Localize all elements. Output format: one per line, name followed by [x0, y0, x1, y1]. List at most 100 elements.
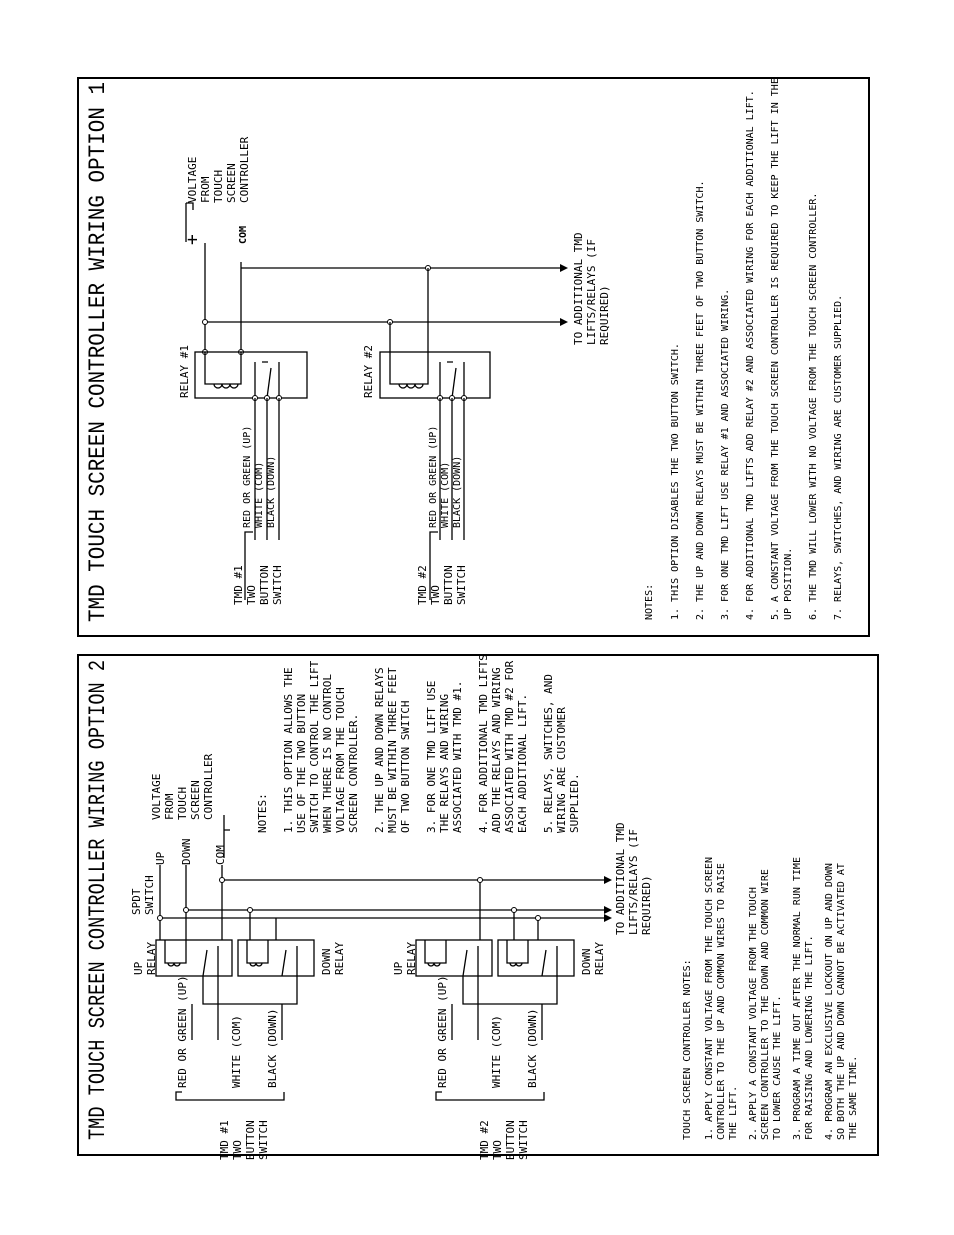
svg-text:1. THIS OPTION DISABLES THE TW: 1. THIS OPTION DISABLES THE TWO BUTTON S… — [670, 343, 681, 620]
svg-text:TMD #1: TMD #1 — [218, 1120, 231, 1160]
svg-text:TMD #2: TMD #2 — [478, 1120, 491, 1160]
svg-text:NOTES:: NOTES: — [644, 584, 655, 620]
option2-title: TMD TOUCH SCREEN CONTROLLER WIRING OPTIO… — [85, 660, 111, 1140]
svg-text:SUPPLIED.: SUPPLIED. — [568, 773, 581, 833]
svg-text:4. FOR ADDITIONAL TMD LIFTS: 4. FOR ADDITIONAL TMD LIFTS — [477, 654, 490, 833]
plus-terminal: + — [182, 234, 203, 245]
svg-text:VOLTAGE: VOLTAGE — [150, 774, 163, 820]
svg-text:2. APPLY A CONSTANT VOLTAGE FR: 2. APPLY A CONSTANT VOLTAGE FROM THE TOU… — [748, 887, 759, 1140]
relay-1-label: RELAY #1 — [178, 345, 191, 398]
svg-text:RED OR GREEN (UP): RED OR GREEN (UP) — [176, 975, 189, 1088]
tsc-notes: TOUCH SCREEN CONTROLLER NOTES: 1. APPLY … — [682, 857, 859, 1140]
svg-text:SWITCH: SWITCH — [257, 1120, 270, 1160]
svg-text:BLACK (DOWN): BLACK (DOWN) — [266, 456, 277, 528]
relay-2-contacts — [439, 361, 465, 399]
svg-text:CONTROLLER: CONTROLLER — [202, 753, 215, 820]
svg-text:2. THE UP AND DOWN RELAYS: 2. THE UP AND DOWN RELAYS — [373, 667, 386, 833]
svg-text:FROM: FROM — [199, 176, 212, 203]
svg-text:SWITCH: SWITCH — [455, 565, 468, 605]
svg-text:TOUCH SCREEN CONTROLLER NOTES:: TOUCH SCREEN CONTROLLER NOTES: — [682, 959, 693, 1140]
svg-text:WHEN THERE IS NO CONTROL: WHEN THERE IS NO CONTROL — [321, 674, 334, 833]
svg-text:FROM: FROM — [163, 793, 176, 820]
svg-text:TO ADDITIONAL TMD: TO ADDITIONAL TMD — [614, 822, 627, 935]
tmd1-down-relay-label: DOWN RELAY — [320, 942, 346, 975]
svg-text:RELAY: RELAY — [405, 942, 418, 975]
svg-text:CONTROLLER: CONTROLLER — [238, 136, 251, 203]
svg-text:WHITE (COM): WHITE (COM) — [490, 1015, 503, 1088]
svg-text:3. FOR ONE TMD LIFT USE RELAY: 3. FOR ONE TMD LIFT USE RELAY #1 AND ASS… — [720, 289, 731, 620]
svg-text:ADD THE RELAYS AND WIRING: ADD THE RELAYS AND WIRING — [490, 667, 503, 833]
svg-text:7. RELAYS, SWITCHES, AND WIRIN: 7. RELAYS, SWITCHES, AND WIRING ARE CUST… — [833, 295, 844, 620]
svg-text:DOWN: DOWN — [580, 949, 593, 976]
svg-text:4. FOR ADDITIONAL TMD LIFTS AD: 4. FOR ADDITIONAL TMD LIFTS ADD RELAY #2… — [745, 90, 756, 620]
option1-tmd1-label: TMD #1 TWO BUTTON SWITCH — [232, 565, 284, 605]
svg-text:DOWN: DOWN — [320, 949, 333, 976]
svg-text:USE OF THE TWO BUTTON: USE OF THE TWO BUTTON — [295, 694, 308, 833]
option2-to-additional: TO ADDITIONAL TMD LIFTS/RELAYS (IF REQUI… — [614, 822, 653, 935]
svg-text:BUTTON: BUTTON — [244, 1120, 257, 1160]
option2-frame — [77, 654, 879, 1156]
svg-text:TOUCH: TOUCH — [212, 170, 225, 203]
svg-text:THE RELAYS AND WIRING: THE RELAYS AND WIRING — [438, 694, 451, 833]
option1-voltage-label: VOLTAGE FROM TOUCH SCREEN CONTROLLER — [186, 136, 251, 203]
svg-text:SCREEN: SCREEN — [225, 163, 238, 203]
tmd1-switch-wires — [191, 976, 298, 1040]
svg-text:2. THE UP AND DOWN RELAYS MUST: 2. THE UP AND DOWN RELAYS MUST BE WITHIN… — [695, 181, 706, 621]
svg-text:SPDT: SPDT — [130, 888, 143, 915]
tmd2-down-relay-label: DOWN RELAY — [580, 942, 606, 975]
up-terminal: UP — [154, 851, 167, 865]
option1-notes: NOTES: 1. THIS OPTION DISABLES THE TWO B… — [644, 78, 844, 620]
svg-text:MUST BE WITHIN THREE FEET: MUST BE WITHIN THREE FEET — [386, 667, 399, 833]
svg-text:RELAY: RELAY — [333, 942, 346, 975]
svg-text:5. A CONSTANT VOLTAGE FROM THE: 5. A CONSTANT VOLTAGE FROM THE TOUCH SCR… — [770, 78, 781, 620]
com-terminal-2: COM — [214, 845, 227, 865]
spdt-switch-label: SPDT SWITCH — [130, 875, 156, 915]
svg-text:VOLTAGE: VOLTAGE — [186, 157, 199, 203]
svg-text:TWO: TWO — [491, 1140, 504, 1160]
option1-frame — [77, 77, 870, 637]
svg-text:SWITCH TO CONTROL THE LIFT: SWITCH TO CONTROL THE LIFT — [308, 660, 321, 833]
relay-2-coil — [389, 352, 429, 389]
option1-title: TMD TOUCH SCREEN CONTROLLER WIRING OPTIO… — [85, 82, 111, 622]
svg-text:WHITE (COM): WHITE (COM) — [254, 462, 265, 528]
option2-tmd2-label: TMD #2 TWO BUTTON SWITCH — [478, 1120, 530, 1160]
svg-text:WHITE (COM): WHITE (COM) — [440, 462, 451, 528]
svg-text:TO LOWER CAUSE THE LIFT.: TO LOWER CAUSE THE LIFT. — [772, 996, 783, 1141]
svg-text:REQUIRED): REQUIRED) — [598, 285, 611, 345]
tmd2-up-relay — [415, 939, 493, 977]
svg-text:RED OR GREEN (UP): RED OR GREEN (UP) — [242, 426, 253, 528]
com-terminal: COM — [238, 226, 249, 244]
svg-text:THE SAME TIME.: THE SAME TIME. — [848, 1056, 859, 1140]
svg-text:TWO: TWO — [429, 585, 442, 605]
option1-tmd1-wire-labels: RED OR GREEN (UP) WHITE (COM) BLACK (DOW… — [242, 426, 277, 528]
svg-text:NOTES:: NOTES: — [256, 793, 269, 833]
svg-text:ASSOCIATED WITH TMD #2 FOR: ASSOCIATED WITH TMD #2 FOR — [503, 660, 516, 833]
tmd2-switch-wires — [451, 976, 558, 1040]
svg-text:3. PROGRAM A TIME OUT AFTER TH: 3. PROGRAM A TIME OUT AFTER THE NORMAL R… — [792, 857, 803, 1140]
svg-text:SWITCH: SWITCH — [517, 1120, 530, 1160]
relay-1 — [194, 351, 308, 399]
option2-tmd1-wire-labels: RED OR GREEN (UP) — [176, 975, 189, 1088]
svg-text:SCREEN CONTROLLER.: SCREEN CONTROLLER. — [347, 714, 360, 833]
svg-text:SWITCH: SWITCH — [143, 875, 156, 915]
svg-text:THE LIFT.: THE LIFT. — [728, 1086, 739, 1140]
svg-text:5. RELAYS, SWITCHES, AND: 5. RELAYS, SWITCHES, AND — [542, 674, 555, 833]
relay-2-label: RELAY #2 — [362, 345, 375, 398]
svg-text:BUTTON: BUTTON — [504, 1120, 517, 1160]
svg-text:WIRING ARE CUSTOMER: WIRING ARE CUSTOMER — [555, 707, 568, 833]
tmd1-wires — [254, 398, 280, 540]
svg-text:BLACK (DOWN): BLACK (DOWN) — [266, 1009, 279, 1088]
svg-text:6. THE TMD WILL LOWER WITH NO: 6. THE TMD WILL LOWER WITH NO VOLTAGE FR… — [808, 193, 819, 620]
option1-tmd2-wire-labels: RED OR GREEN (UP) WHITE (COM) BLACK (DOW… — [428, 426, 463, 528]
option2-voltage-brace — [223, 815, 230, 858]
svg-text:REQUIRED): REQUIRED) — [640, 875, 653, 935]
option1-tmd2-label: TMD #2 TWO BUTTON SWITCH — [416, 565, 468, 605]
svg-text:RELAY: RELAY — [145, 942, 158, 975]
option2-tmd1-label: TMD #1 TWO BUTTON SWITCH — [218, 1120, 270, 1160]
relay-1-coil — [204, 352, 242, 389]
svg-text:UP POSITION.: UP POSITION. — [783, 548, 794, 620]
svg-text:3. FOR ONE TMD LIFT USE: 3. FOR ONE TMD LIFT USE — [425, 681, 438, 833]
svg-text:TWO: TWO — [231, 1140, 244, 1160]
svg-text:SWITCH: SWITCH — [271, 565, 284, 605]
